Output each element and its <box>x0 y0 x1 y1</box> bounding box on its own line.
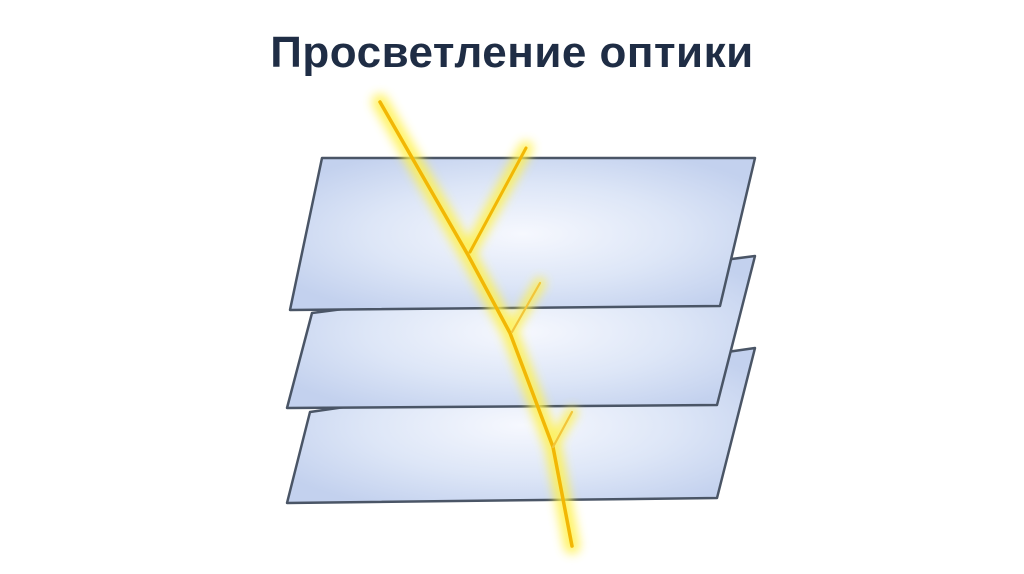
glass-plate-top <box>290 158 755 310</box>
